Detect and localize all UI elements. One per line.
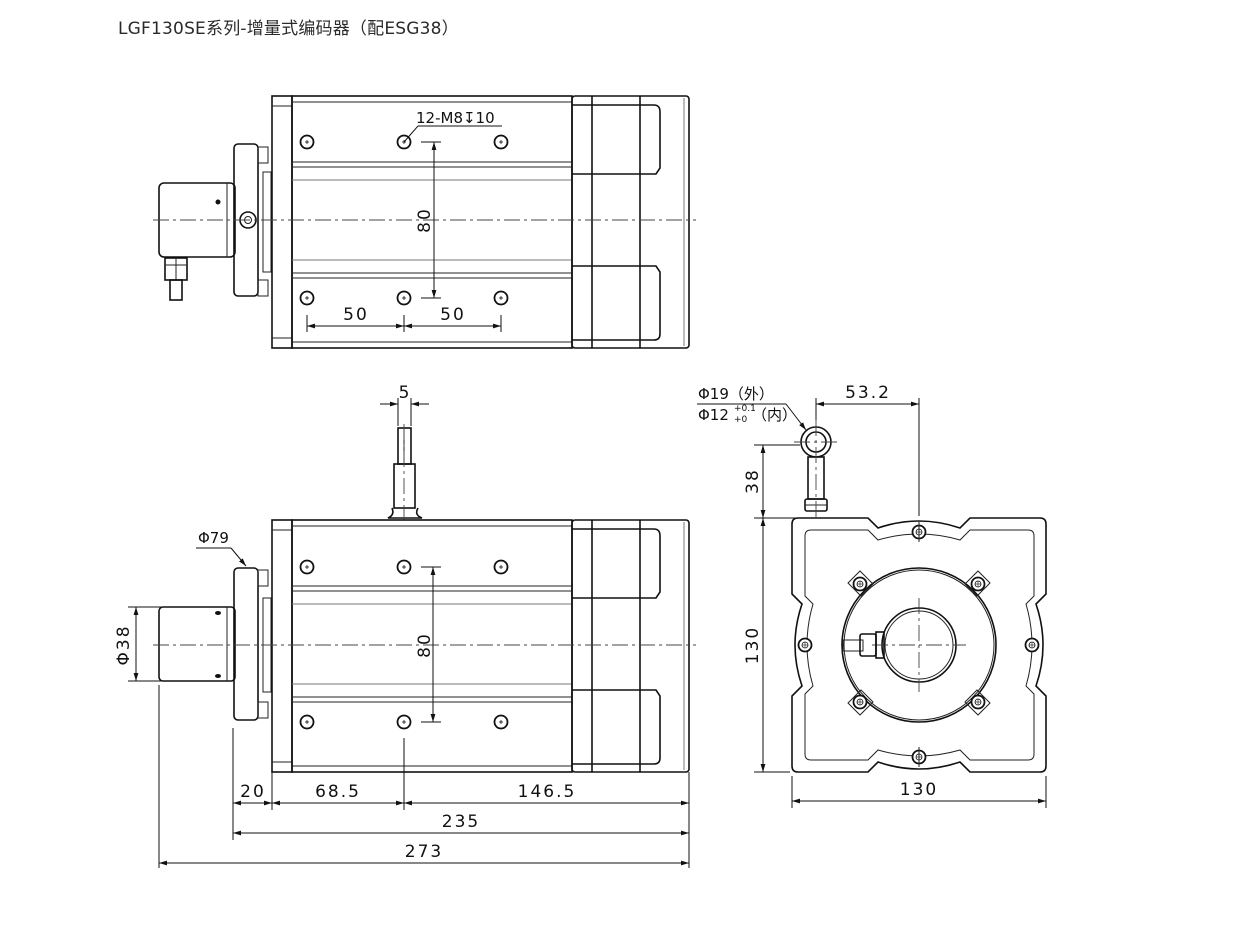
flange	[233, 567, 272, 721]
ring-inner-diameter: Φ12	[698, 406, 729, 424]
encoder-body	[158, 606, 236, 682]
encoder-body	[158, 182, 236, 301]
clamp-tab	[964, 689, 991, 716]
mount-hole	[396, 290, 412, 306]
dim-ring-offset: 53.2	[845, 383, 891, 403]
dim-overall-length: 273	[405, 842, 443, 862]
dim-ring-height: 38	[743, 468, 763, 494]
dim-width: 130	[900, 780, 938, 800]
drawing-title: LGF130SE系列-增量式编码器（配ESG38）	[118, 19, 459, 39]
dim-hole-to-end: 146.5	[518, 782, 577, 802]
dim-hole-vertical-spacing: 80	[415, 207, 435, 233]
clamp-tab	[847, 689, 874, 716]
dim-hole-spacing-left: 50	[343, 305, 369, 325]
dim-hole-spacing-right: 50	[440, 305, 466, 325]
ring-inner-tolerance-lower: +0	[734, 415, 748, 425]
ring-inner-suffix: （内）	[752, 406, 797, 424]
ring-inner-tolerance-upper: +0.1	[734, 404, 756, 414]
dim-flange-thickness: 20	[240, 782, 266, 802]
mount-hole	[396, 559, 412, 575]
cable-outlet	[387, 424, 423, 520]
dim-body-length: 235	[442, 812, 480, 832]
dim-height: 130	[743, 626, 763, 664]
mount-hole	[493, 134, 509, 150]
front-view: Φ19（外） Φ12 +0.1 +0 （内） 53.2 38 130 130	[697, 383, 1047, 808]
mount-hole	[493, 714, 509, 730]
hole-callout-label: 12-M8↧10	[416, 109, 495, 127]
dim-hole-vertical-spacing: 80	[415, 632, 435, 658]
mount-hole	[493, 559, 509, 575]
side-view: 5	[114, 383, 696, 868]
mount-hole	[299, 134, 315, 150]
clamp-tab	[847, 570, 874, 597]
dim-to-hole-center: 68.5	[315, 782, 361, 802]
top-view: 12-M8↧10 80 50 50	[153, 95, 696, 349]
mount-hole	[396, 714, 412, 730]
clamp-tab	[964, 570, 991, 597]
mount-hole	[797, 637, 813, 653]
dim-flange-diameter: Φ79	[198, 529, 229, 547]
ring-outer-diameter: Φ19（外）	[698, 385, 774, 403]
mount-hole	[1024, 637, 1040, 653]
wire-rope-eyelet	[794, 420, 838, 518]
mount-hole	[299, 559, 315, 575]
dim-encoder-diameter: Φ38	[114, 624, 134, 665]
mount-hole	[493, 290, 509, 306]
dim-cable-width: 5	[399, 383, 412, 403]
mount-hole	[299, 290, 315, 306]
mount-hole	[299, 714, 315, 730]
